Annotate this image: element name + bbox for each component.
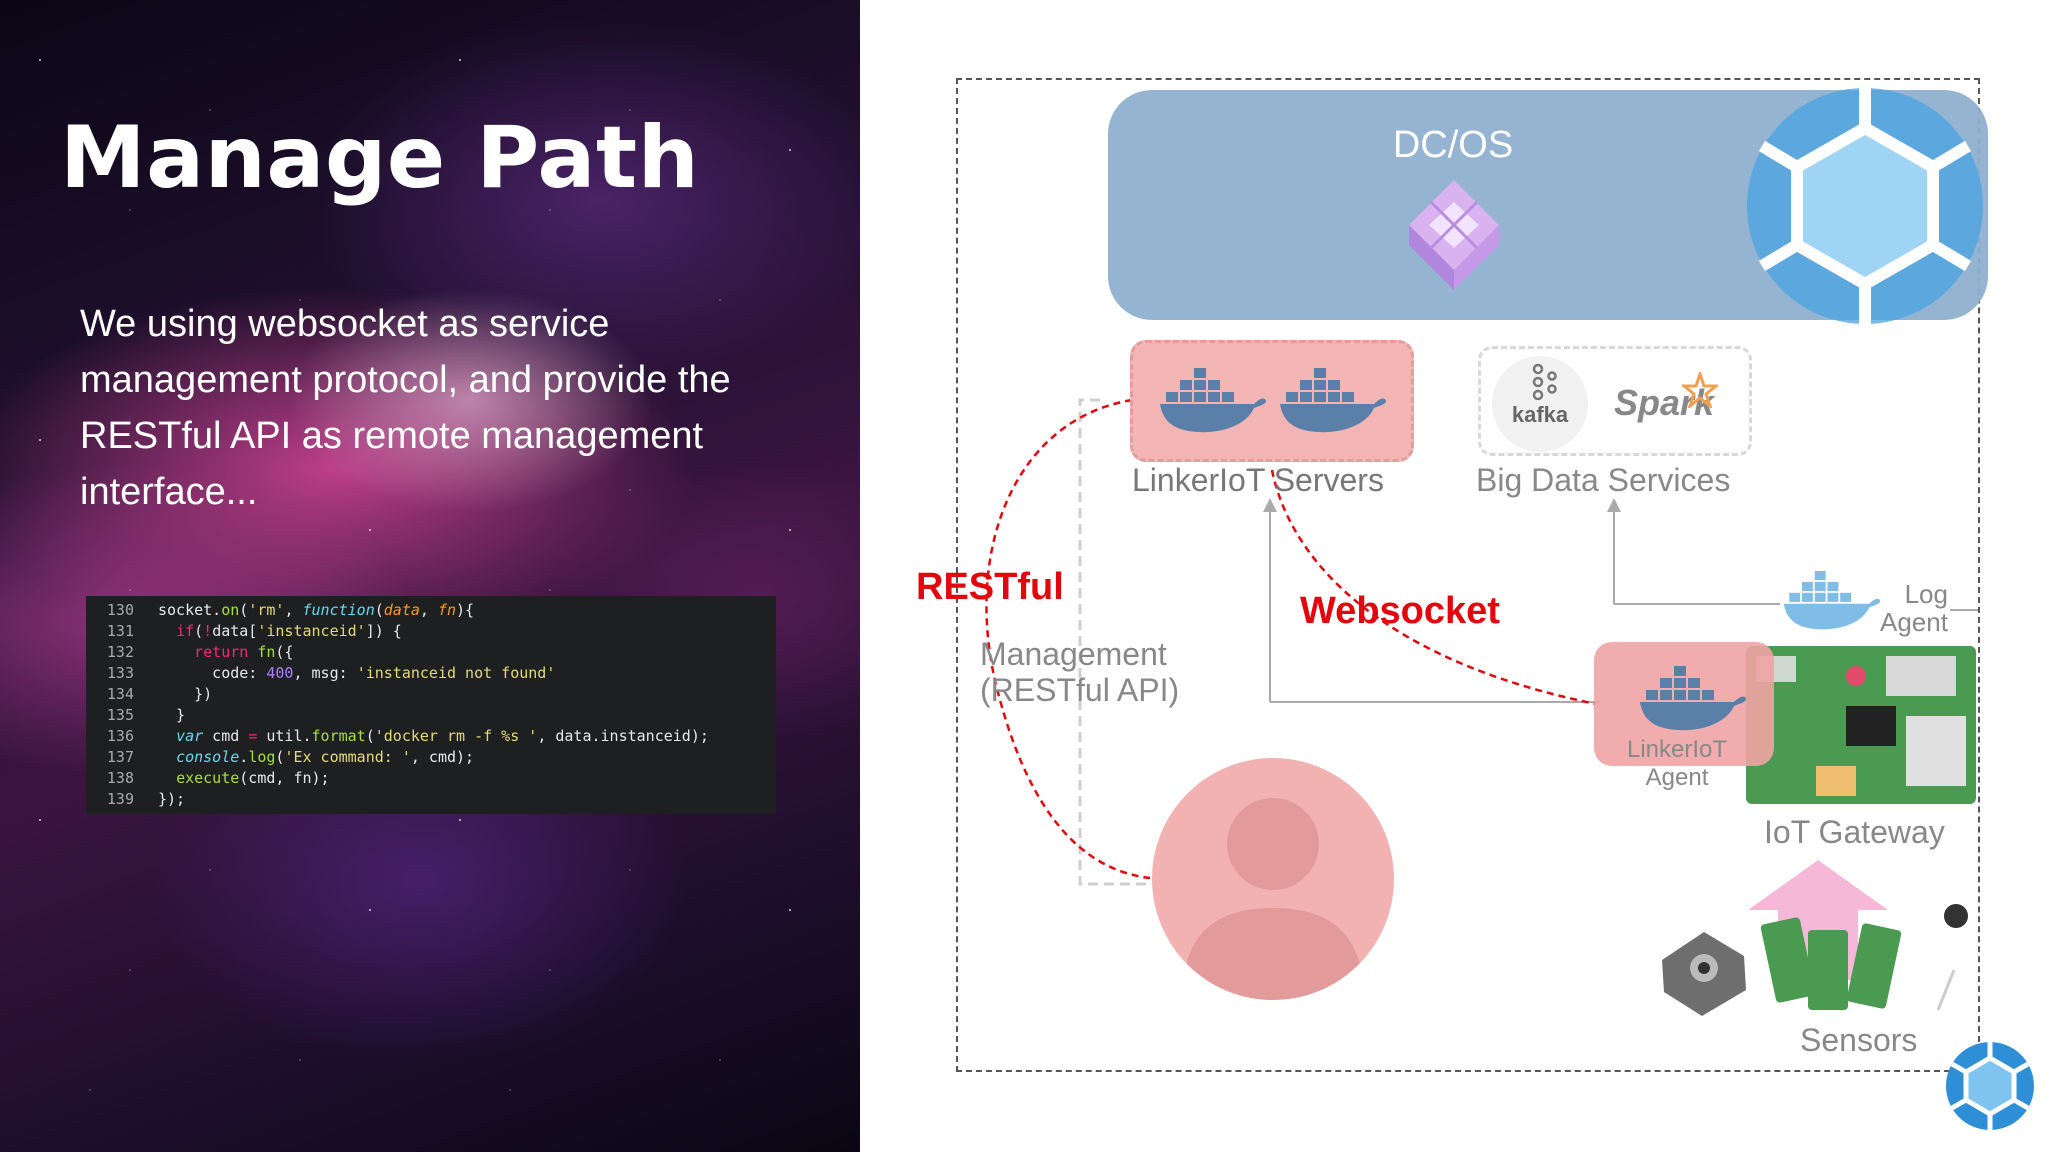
line-number: 133 bbox=[106, 664, 134, 682]
line-number: 137 bbox=[106, 748, 134, 766]
spark-star-icon bbox=[1682, 372, 1718, 408]
spark-label: Spark bbox=[1614, 382, 1715, 423]
line-number: 134 bbox=[106, 685, 134, 703]
websocket-label: Websocket bbox=[1300, 590, 1500, 632]
docker-whale-icon bbox=[1160, 368, 1266, 433]
code-line: 132 return fn({ bbox=[86, 642, 776, 663]
code-line: 137 console.log('Ex command: ', cmd); bbox=[86, 747, 776, 768]
line-number: 131 bbox=[106, 622, 134, 640]
log-agent-label: Log Agent bbox=[1880, 580, 1948, 636]
code-line: 131 if(!data['instanceid']) { bbox=[86, 621, 776, 642]
linkeriot-servers-box bbox=[1130, 340, 1414, 462]
galaxy-background bbox=[0, 0, 860, 1152]
docker-whale-icon bbox=[1280, 368, 1386, 433]
line-number: 139 bbox=[106, 790, 134, 808]
diagram-frame bbox=[956, 78, 1980, 1072]
code-text: return fn({ bbox=[194, 643, 294, 661]
code-snippet: 130 socket.on('rm', function(data, fn){ … bbox=[86, 596, 776, 814]
sensors-label: Sensors bbox=[1800, 1022, 1918, 1058]
code-line: 130 socket.on('rm', function(data, fn){ bbox=[86, 600, 776, 621]
code-line: 138 execute(cmd, fn); bbox=[86, 768, 776, 789]
code-text: }); bbox=[158, 790, 186, 808]
agent-label: LinkerIoT Agent bbox=[1594, 736, 1760, 792]
board-components-icon bbox=[1756, 656, 1966, 796]
restful-label: RESTful bbox=[916, 566, 1064, 608]
slide-description: We using websocket as service management… bbox=[80, 303, 731, 513]
code-line: 139 }); bbox=[86, 789, 776, 810]
bigdata-label: Big Data Services bbox=[1476, 462, 1731, 498]
agent-whale-icon bbox=[1640, 666, 1746, 731]
code-text: if(!data['instanceid']) { bbox=[176, 622, 402, 640]
dcos-label: DC/OS bbox=[1392, 124, 1514, 166]
line-number: 136 bbox=[106, 727, 134, 745]
code-text: } bbox=[158, 706, 186, 724]
code-line: 135 } bbox=[86, 705, 776, 726]
slide-title: Manage Path bbox=[60, 108, 700, 208]
code-line: 134 }) bbox=[86, 684, 776, 705]
starfield bbox=[0, 0, 860, 1152]
management-label-line2: (RESTful API) bbox=[980, 672, 1180, 708]
line-number: 135 bbox=[106, 706, 134, 724]
servers-label: LinkerIoT Servers bbox=[1132, 462, 1384, 498]
management-label: Management (RESTful API) bbox=[980, 636, 1179, 708]
line-number: 138 bbox=[106, 769, 134, 787]
gateway-label: IoT Gateway bbox=[1764, 814, 1945, 850]
user-avatar-icon bbox=[1152, 758, 1394, 1000]
code-text: execute(cmd, fn); bbox=[176, 769, 330, 787]
code-line: 136 var cmd = util.format('docker rm -f … bbox=[86, 726, 776, 747]
management-label-line1: Management bbox=[980, 636, 1167, 672]
corner-linker-logo-icon bbox=[1946, 1042, 2034, 1130]
linker-hex-logo-icon bbox=[1747, 88, 1983, 324]
agent-label-line1: LinkerIoT bbox=[1626, 736, 1728, 763]
code-line: 133 code: 400, msg: 'instanceid not foun… bbox=[86, 663, 776, 684]
user-silhouette-icon bbox=[1182, 798, 1364, 1000]
log-agent-line2: Agent bbox=[1880, 607, 1948, 637]
log-agent-whale-icon bbox=[1783, 571, 1881, 630]
line-number: 130 bbox=[106, 601, 134, 619]
code-text: code: 400, msg: 'instanceid not found' bbox=[158, 664, 556, 682]
agent-label-line2: Agent bbox=[1645, 764, 1709, 791]
log-agent-line1: Log bbox=[1904, 579, 1948, 609]
kafka-nodes-icon bbox=[1532, 364, 1557, 400]
code-text: socket.on('rm', function(data, fn){ bbox=[158, 601, 475, 619]
dcos-gem-icon bbox=[1409, 180, 1499, 290]
code-text: var cmd = util.format('docker rm -f %s '… bbox=[176, 727, 709, 745]
sensors-illustration-icon bbox=[1662, 860, 1968, 1016]
code-text: }) bbox=[158, 685, 213, 703]
kafka-label: kafka bbox=[1511, 402, 1569, 427]
line-number: 132 bbox=[106, 643, 134, 661]
code-text: console.log('Ex command: ', cmd); bbox=[176, 748, 475, 766]
